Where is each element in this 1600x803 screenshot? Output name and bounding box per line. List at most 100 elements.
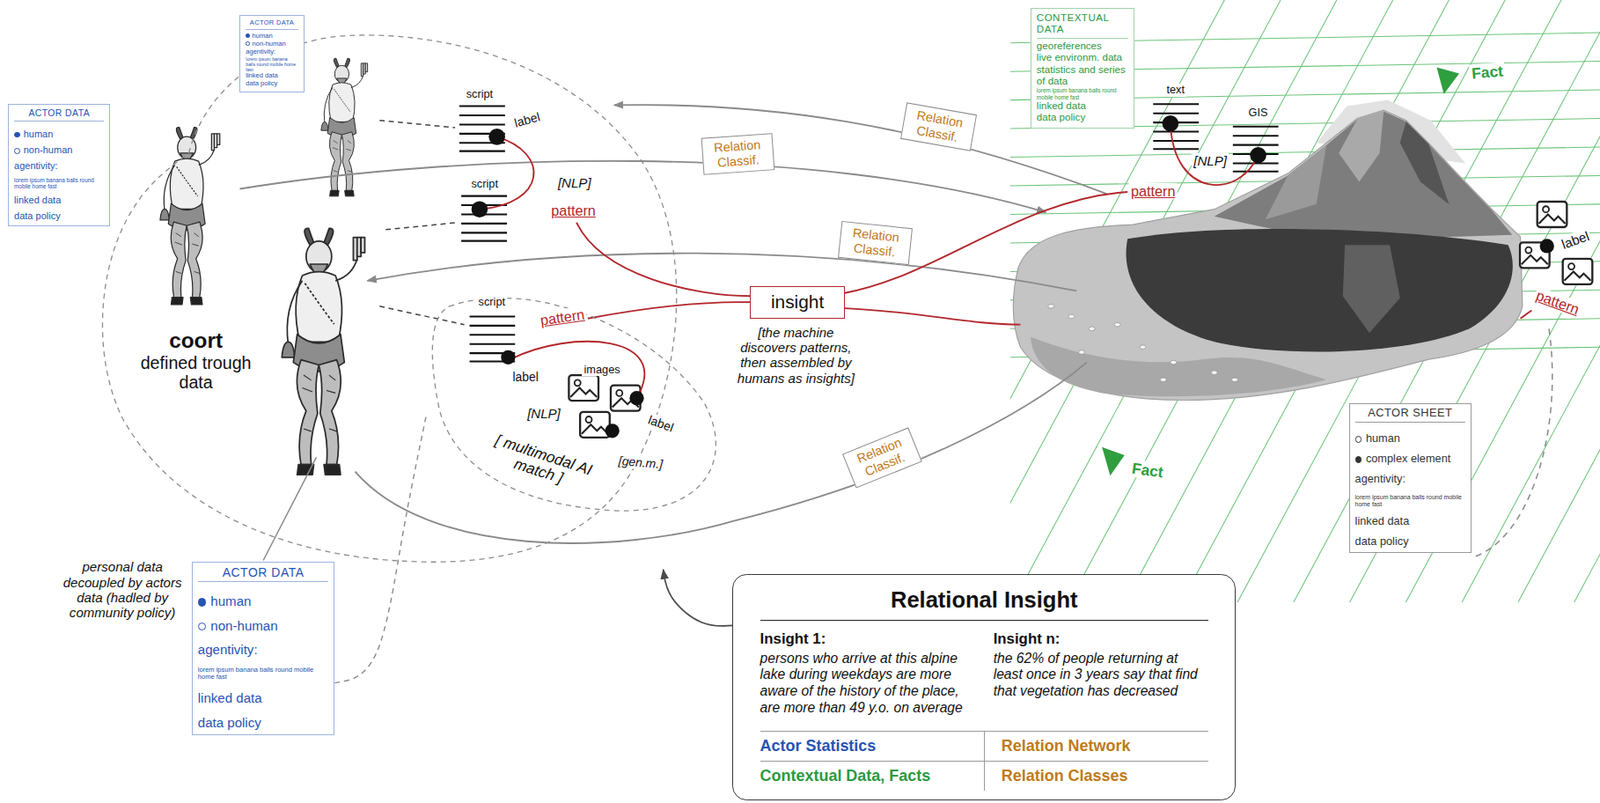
field-text: linked data bbox=[198, 689, 263, 705]
label-dot bbox=[471, 200, 489, 218]
field-row: agentivity: bbox=[198, 641, 330, 657]
fact-grid bbox=[1010, 0, 1600, 602]
field-row: data policy bbox=[14, 210, 104, 222]
card-heading-row: CONTEXTUAL DATA bbox=[1036, 12, 1130, 39]
field-text: non-human bbox=[252, 39, 287, 48]
region-text: [ multimodal AI match ] bbox=[479, 428, 602, 498]
fact-label: Fact bbox=[1129, 458, 1167, 481]
relation-arrows bbox=[239, 104, 1108, 544]
caption-label: label bbox=[511, 108, 544, 130]
gis-lines bbox=[1233, 126, 1279, 172]
grid-line bbox=[1010, 146, 1600, 158]
field-text: agentivity: bbox=[245, 47, 276, 56]
caption-label: label bbox=[510, 369, 541, 384]
field-row: agentivity: bbox=[1355, 472, 1467, 486]
caption-label: script bbox=[469, 177, 500, 191]
field-text: non-human bbox=[210, 617, 278, 633]
radio-dot bbox=[245, 33, 250, 38]
mountain-face bbox=[1400, 121, 1450, 205]
card-heading: ACTOR DATA bbox=[222, 565, 305, 580]
insight-text: persons who arrive at this alpine lake d… bbox=[760, 650, 976, 717]
placeholder-text: lorem ipsum banana balls round mobile ho… bbox=[198, 665, 314, 682]
image-icons bbox=[568, 201, 1593, 438]
mountain-face bbox=[1338, 110, 1384, 182]
field-row: human bbox=[14, 128, 104, 140]
field-row: lorem ipsum banana balls round mobile ho… bbox=[245, 56, 298, 73]
pattern-curve bbox=[479, 136, 535, 209]
caption-label: images bbox=[581, 363, 623, 377]
radio-dot bbox=[14, 147, 21, 155]
italic-note: [gen.m.] bbox=[616, 453, 666, 472]
card-heading-row: ACTOR SHEET bbox=[1355, 406, 1467, 423]
italic-note: [NLP] bbox=[525, 405, 563, 421]
dashed-outline bbox=[102, 35, 676, 562]
field-text: human bbox=[210, 593, 251, 609]
fact-label: Fact bbox=[1468, 61, 1506, 82]
field-row: lorem ipsum banana balls round mobile ho… bbox=[14, 176, 104, 191]
field-row: data policy bbox=[1355, 535, 1467, 549]
insight-heading: Insight n: bbox=[993, 630, 1209, 648]
relation-class-tag: Relation Classif. bbox=[700, 132, 775, 176]
region-title: [ multimodal AI match ] bbox=[479, 428, 602, 498]
field-text: linked data bbox=[1355, 513, 1410, 528]
region-subtitle: defined trough data bbox=[132, 352, 260, 392]
radio-dot bbox=[1355, 455, 1363, 463]
field-text: linked data bbox=[14, 194, 61, 206]
insight-column: Insight 1:persons who arrive at this alp… bbox=[760, 630, 976, 717]
placeholder-text: lorem ipsum banana balls round mobile ho… bbox=[1036, 87, 1117, 100]
script-stacks bbox=[459, 103, 1279, 361]
field-text: data policy bbox=[14, 210, 61, 221]
label-dot bbox=[1249, 146, 1267, 164]
insight-table: Actor StatisticsRelation NetworkContextu… bbox=[760, 730, 1209, 791]
contextual-data-card: CONTEXTUAL DATAgeoreferenceslive environ… bbox=[1030, 7, 1135, 129]
field-row: human bbox=[245, 32, 298, 41]
relation-arrow bbox=[354, 362, 1087, 544]
relational-insight-card: Relational InsightInsight 1:persons who … bbox=[732, 573, 1236, 800]
field-text: human bbox=[252, 31, 273, 40]
field-row: linked data bbox=[1036, 100, 1130, 112]
dashed-link bbox=[379, 120, 456, 128]
field-row: lorem ipsum banana balls round mobile ho… bbox=[198, 666, 330, 682]
field-row: statistics and series of data bbox=[1036, 64, 1130, 89]
fact-triangle bbox=[1436, 67, 1460, 95]
label-dot bbox=[500, 350, 515, 365]
pattern-curve bbox=[1170, 123, 1259, 185]
actor-data-card: ACTOR DATA humannon-humanagentivity:lorem… bbox=[239, 14, 304, 93]
field-text: human bbox=[23, 128, 54, 140]
caption-label: label bbox=[645, 411, 678, 436]
insight-box: insight bbox=[749, 286, 845, 319]
radio-dot bbox=[1355, 435, 1363, 443]
field-row: lorem ipsum banana balls round mobile ho… bbox=[1355, 493, 1467, 508]
field-row: non-human bbox=[198, 617, 330, 633]
label-dot bbox=[1540, 238, 1555, 253]
italic-note: personal data decoupled by actors data (… bbox=[56, 558, 190, 620]
field-row: live environm. data bbox=[1036, 51, 1130, 64]
pattern-lines bbox=[479, 123, 1532, 398]
relation-arrow bbox=[366, 253, 1077, 292]
field-row: agentivity: bbox=[14, 160, 104, 172]
category-cell: Relation Classes bbox=[983, 760, 1209, 791]
caption-label: script bbox=[476, 295, 507, 309]
connector bbox=[663, 569, 734, 626]
insight-column: Insight n:the 62% of people returning at… bbox=[993, 630, 1209, 717]
category-cell: Relation Network bbox=[983, 730, 1209, 761]
label-dots bbox=[471, 115, 1555, 438]
field-row: agentivity: bbox=[245, 48, 298, 57]
relation-class-text: Relation Classif. bbox=[848, 432, 917, 483]
field-row: non-human bbox=[14, 144, 104, 156]
field-row: linked data bbox=[198, 689, 330, 705]
leader-line bbox=[263, 456, 316, 560]
card-heading: ACTOR SHEET bbox=[1367, 405, 1453, 419]
category-cell: Actor Statistics bbox=[760, 730, 985, 761]
card-heading: ACTOR DATA bbox=[249, 18, 294, 27]
pattern-label: pattern bbox=[1532, 286, 1584, 318]
field-text: agentivity: bbox=[198, 641, 258, 657]
category-cell: Contextual Data, Facts bbox=[760, 760, 985, 791]
dashed-link bbox=[385, 222, 457, 230]
field-text: live environm. data bbox=[1036, 51, 1123, 63]
meadow bbox=[1012, 110, 1523, 400]
field-text: non-human bbox=[23, 144, 74, 155]
mountain bbox=[1214, 110, 1513, 241]
placeholder-text: lorem ipsum banana balls round mobile ho… bbox=[1355, 493, 1462, 507]
card-heading: ACTOR DATA bbox=[28, 108, 90, 118]
